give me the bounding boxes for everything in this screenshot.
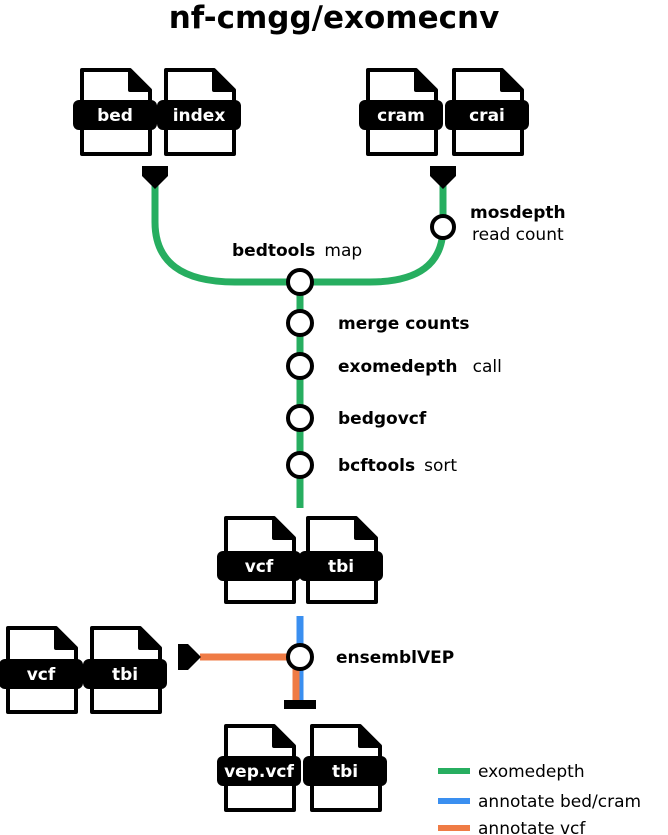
index-file-label: index (173, 106, 226, 126)
crai-file-icon: crai (445, 68, 529, 156)
step-name-exomedepth: exomedepth (338, 357, 458, 377)
cram-input-marker (430, 166, 456, 189)
step-label-ensemblvep: ensemblVEP (336, 648, 454, 668)
index-file-icon: index (157, 68, 241, 156)
legend-label-annotate-vcf: annotate vcf (478, 819, 586, 835)
vcf-input-marker (178, 644, 201, 670)
bedtools-node (286, 268, 314, 296)
step-name-bedtools: bedtools (232, 241, 315, 261)
pipeline-end-marker (284, 700, 316, 709)
step-desc-bedtools: map (324, 241, 362, 261)
bed-input-marker (142, 166, 168, 189)
output-tbi-file-icon: tbi (299, 516, 383, 604)
cram-branch-line (300, 183, 447, 286)
step-label-mosdepth: mosdepth (470, 203, 566, 223)
cram-file-icon: cram (359, 68, 443, 156)
cram-file-label: cram (377, 106, 425, 126)
output-tbi-file-label: tbi (328, 557, 354, 577)
input-tbi-file-label: tbi (112, 665, 138, 685)
step-name-ensemblvep: ensemblVEP (336, 648, 454, 668)
legend-label-exomedepth: exomedepth (478, 762, 585, 782)
bed-file-label: bed (97, 106, 133, 126)
step-label-bedgovcf: bedgovcf (338, 409, 427, 429)
exomedepth-node (286, 352, 314, 380)
final-tbi-file-label: tbi (332, 762, 358, 782)
final-vcf-file-label: vep.vcf (224, 762, 294, 782)
output-vcf-file-icon: vcf (217, 516, 301, 604)
step-label-exomedepth: exomedepth call (338, 357, 502, 377)
bedgovcf-node (286, 404, 314, 432)
input-vcf-file-icon: vcf (0, 626, 83, 714)
step-name-bcftools: bcftools (338, 456, 415, 476)
mosdepth-node (430, 214, 456, 240)
output-vcf-file-label: vcf (245, 557, 274, 577)
input-tbi-file-icon: tbi (83, 626, 167, 714)
bed-file-icon: bed (73, 68, 157, 156)
step-desc-bcftools: sort (424, 456, 457, 476)
step-desc-exomedepth: call (473, 357, 502, 377)
step-label-bedtools: bedtools map (232, 241, 362, 261)
bed-branch-line (151, 183, 300, 286)
input-vcf-file-label: vcf (27, 665, 56, 685)
legend-label-annotate-bedcram: annotate bed/cram (478, 792, 641, 812)
final-tbi-file-icon: tbi (303, 724, 387, 812)
crai-file-label: crai (469, 106, 505, 126)
merge-counts-node (286, 309, 314, 337)
ensemblvep-node (286, 643, 314, 671)
step-desc-mosdepth: read count (472, 225, 564, 245)
step-name-mosdepth: mosdepth (470, 203, 566, 223)
step-name-bedgovcf: bedgovcf (338, 409, 427, 429)
page-title: nf-cmgg/exomecnv (169, 0, 500, 36)
legend: exomedepth annotate bed/cram annotate vc… (438, 762, 641, 835)
bcftools-node (286, 451, 314, 479)
step-name-merge-counts: merge counts (338, 314, 469, 334)
step-label-merge-counts: merge counts (338, 314, 469, 334)
final-vcf-file-icon: vep.vcf (217, 724, 301, 812)
step-label-bcftools: bcftools sort (338, 456, 457, 476)
